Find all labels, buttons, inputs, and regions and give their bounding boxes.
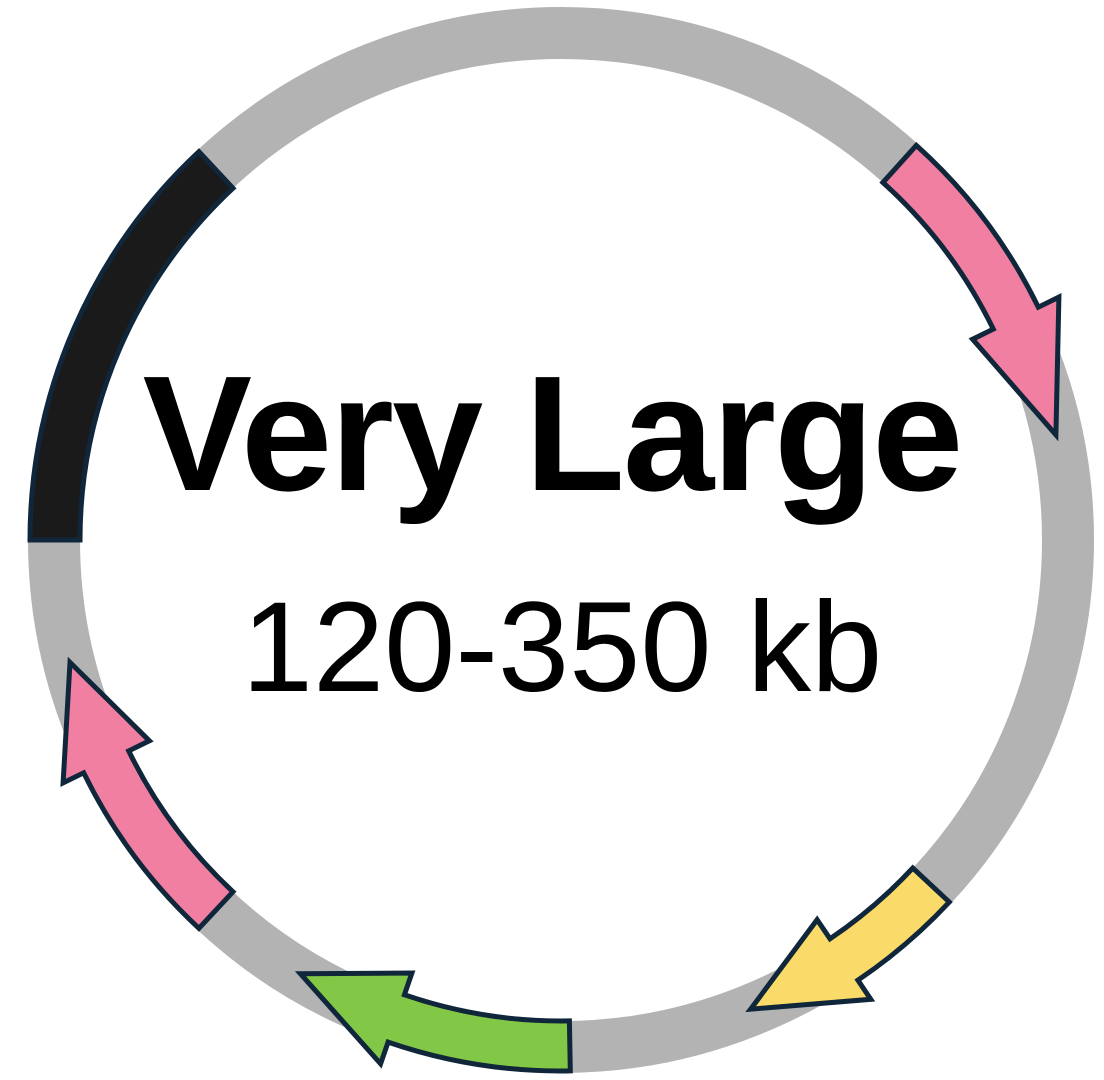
plasmid-features xyxy=(27,141,1062,1074)
plasmid-size-range: 120-350 kb xyxy=(241,576,883,719)
pink-feature-right xyxy=(879,141,1062,442)
green-feature xyxy=(294,970,573,1074)
yellow-feature xyxy=(745,864,953,1013)
pink-feature-left xyxy=(60,656,237,932)
plasmid-size-category: Very Large xyxy=(142,342,964,525)
black-feature xyxy=(27,148,237,543)
